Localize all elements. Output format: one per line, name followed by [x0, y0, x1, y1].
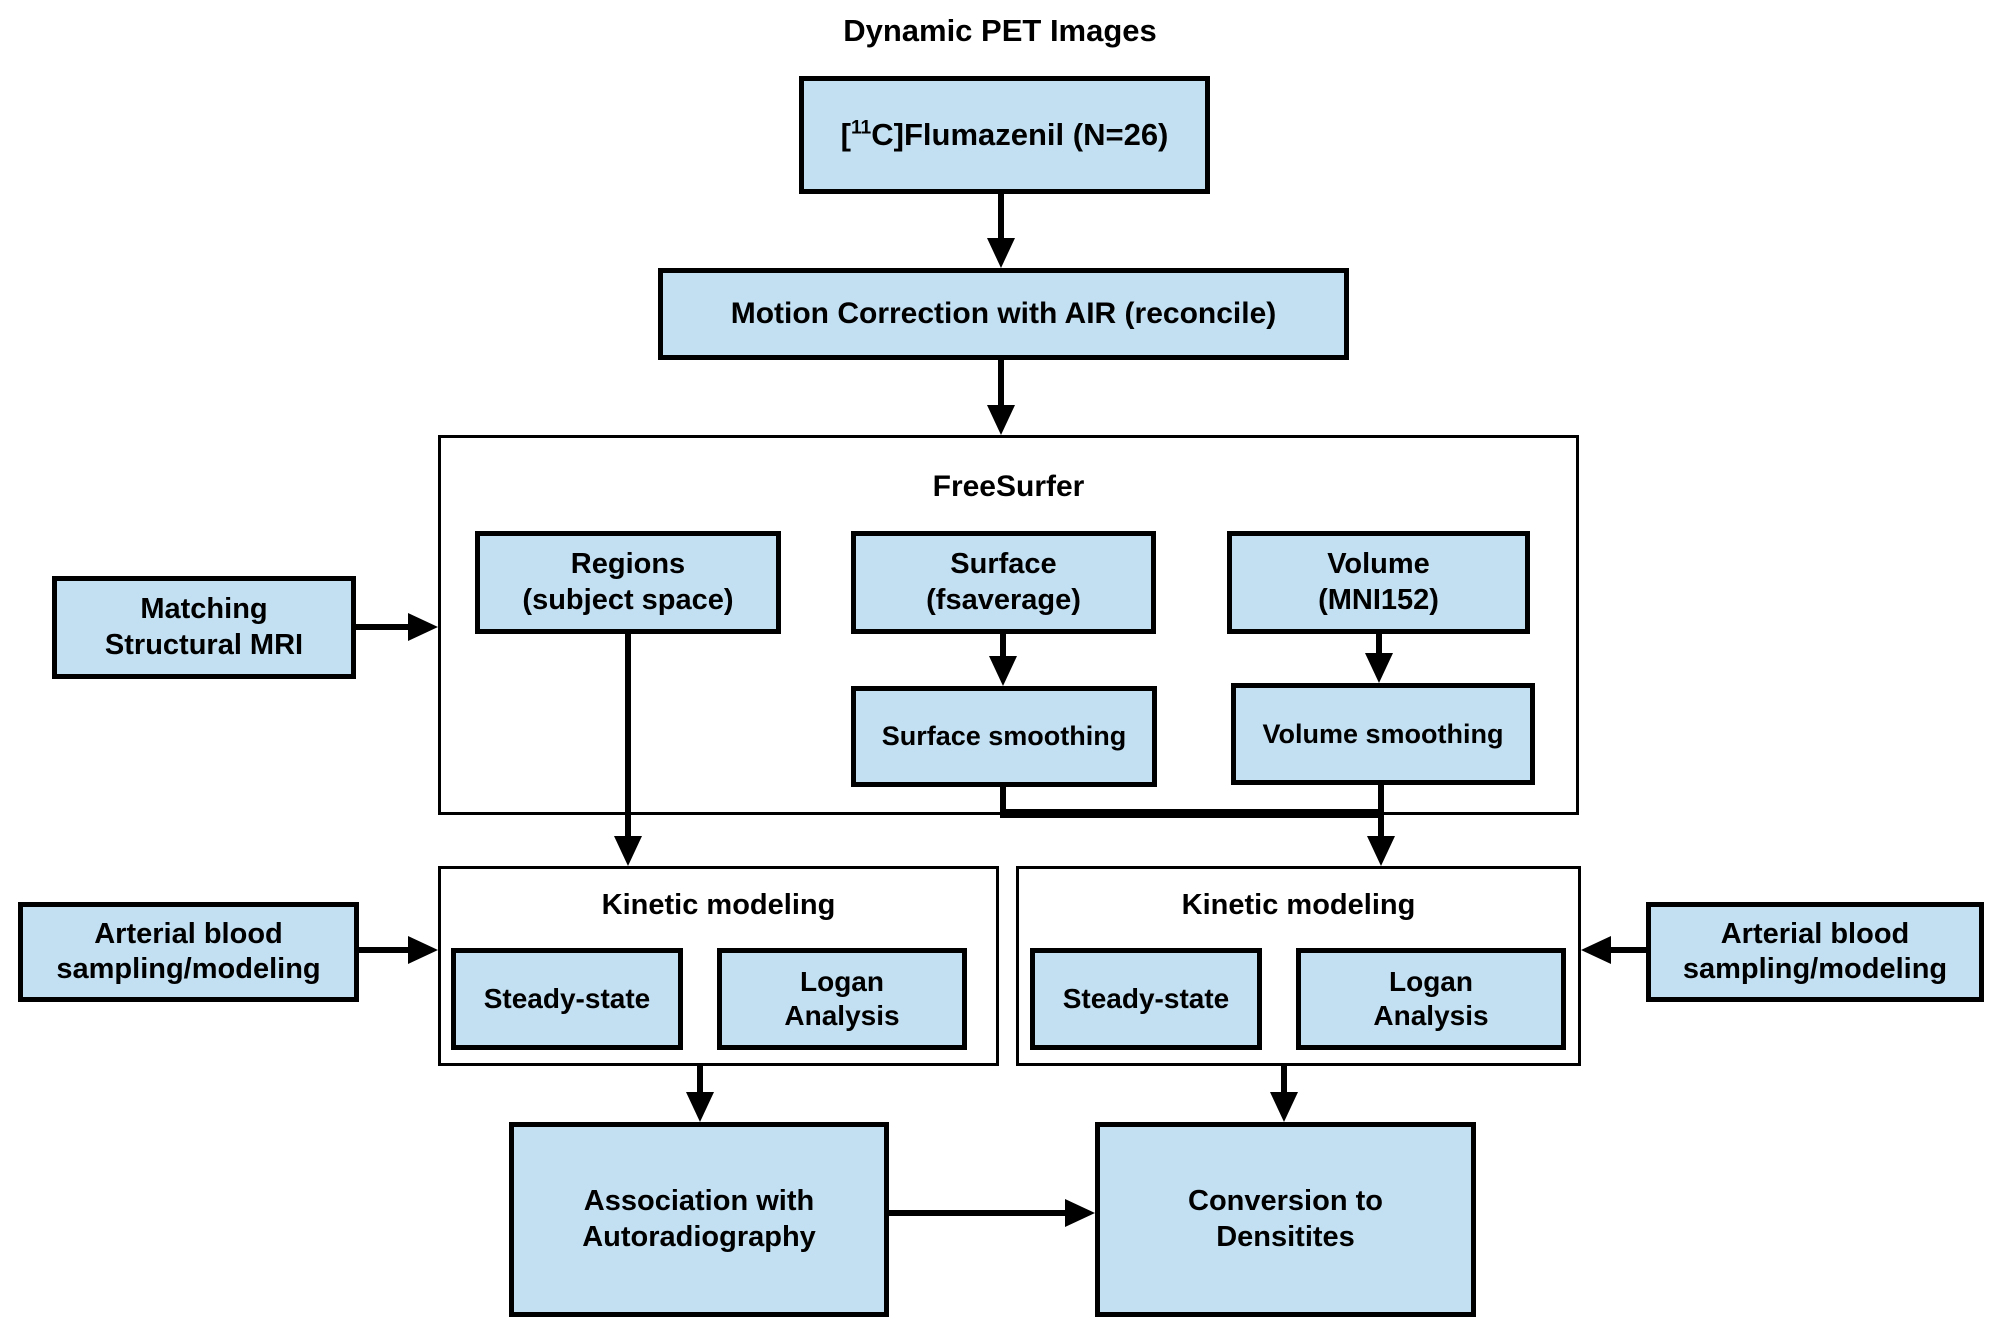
- edge-motion-to-freesurfer-line: [998, 360, 1004, 407]
- container-kinetic-left-label: Kinetic modeling: [601, 889, 836, 921]
- arrowhead-flumazenil-to-motion: [987, 238, 1015, 268]
- node-conversion-densities: Conversion to Densitites: [1095, 1122, 1476, 1317]
- edge-volume-smoothing-to-kinetic-right-line: [1378, 785, 1384, 836]
- node-steady-state-left: Steady-state: [451, 948, 683, 1050]
- node-label: Conversion to Densitites: [1188, 1185, 1383, 1253]
- node-arterial-blood-right: Arterial blood sampling/modeling: [1646, 902, 1984, 1002]
- node-label: Logan Analysis: [1373, 965, 1489, 1031]
- arrowhead-association-to-conversion: [1065, 1199, 1095, 1227]
- node-surface: Surface (fsaverage): [851, 531, 1156, 634]
- arrowhead-arterial-right-to-kinetic: [1581, 936, 1611, 964]
- node-label: Association with Autoradiography: [582, 1185, 816, 1253]
- node-regions: Regions (subject space): [475, 531, 781, 634]
- node-logan-analysis-right: Logan Analysis: [1296, 948, 1566, 1050]
- arrowhead-kinetic-left-to-association: [686, 1092, 714, 1122]
- edge-arterial-right-to-kinetic-line: [1611, 947, 1646, 953]
- node-label: Regions (subject space): [522, 548, 734, 616]
- arrowhead-arterial-left-to-kinetic: [408, 936, 438, 964]
- arrowhead-smoothing-to-kinetic-right: [1367, 836, 1395, 866]
- node-label: Surface (fsaverage): [926, 548, 1081, 616]
- node-volume-smoothing: Volume smoothing: [1231, 683, 1535, 785]
- arrowhead-motion-to-freesurfer: [987, 405, 1015, 435]
- node-label: Volume (MNI152): [1318, 548, 1439, 616]
- node-volume: Volume (MNI152): [1227, 531, 1530, 634]
- flumazenil-isotope-superscript: 11: [850, 117, 872, 139]
- arrowhead-volume-to-smoothing: [1365, 653, 1393, 683]
- edge-arterial-left-to-kinetic-line: [359, 947, 408, 953]
- node-label: Arterial blood sampling/modeling: [56, 917, 321, 985]
- node-label: Matching Structural MRI: [104, 593, 304, 661]
- container-freesurfer-label: FreeSurfer: [932, 470, 1085, 503]
- edge-surface-smoothing-down-line: [1000, 787, 1006, 817]
- node-matching-mri: Matching Structural MRI: [52, 576, 356, 679]
- arrowhead-surface-to-smoothing: [989, 656, 1017, 686]
- edge-kinetic-right-to-conversion-line: [1281, 1066, 1287, 1094]
- arrowhead-kinetic-right-to-conversion: [1270, 1092, 1298, 1122]
- node-label: [11C]Flumazenil (N=26): [841, 116, 1169, 154]
- flumazenil-rest: C]Flumazenil (N=26): [871, 117, 1169, 153]
- node-motion-correction: Motion Correction with AIR (reconcile): [658, 268, 1349, 360]
- edge-volume-to-smoothing-line: [1376, 634, 1382, 655]
- arrowhead-regions-to-kinetic-left: [614, 836, 642, 866]
- edge-regions-to-kinetic-left-line: [625, 634, 631, 836]
- flumazenil-bracket: [: [840, 117, 851, 153]
- node-label: Steady-state: [1062, 982, 1230, 1014]
- node-flumazenil: [11C]Flumazenil (N=26): [799, 76, 1210, 194]
- edge-kinetic-left-to-association-line: [697, 1066, 703, 1094]
- node-steady-state-right: Steady-state: [1030, 948, 1262, 1050]
- arrowhead-matching-to-freesurfer: [408, 613, 438, 641]
- node-label: Volume smoothing: [1262, 718, 1504, 749]
- edge-surface-to-smoothing-line: [1000, 634, 1006, 658]
- node-arterial-blood-left: Arterial blood sampling/modeling: [18, 902, 359, 1002]
- diagram-title: Dynamic PET Images: [843, 13, 1157, 48]
- node-association-autoradiography: Association with Autoradiography: [509, 1122, 889, 1317]
- node-logan-analysis-left: Logan Analysis: [717, 948, 967, 1050]
- node-label: Logan Analysis: [784, 965, 900, 1031]
- node-surface-smoothing: Surface smoothing: [851, 686, 1157, 787]
- edge-matching-to-freesurfer-line: [356, 624, 408, 630]
- node-label: Surface smoothing: [881, 721, 1127, 752]
- edge-association-to-conversion-line: [889, 1210, 1065, 1216]
- node-label: Motion Correction with AIR (reconcile): [730, 296, 1277, 330]
- container-kinetic-right-label: Kinetic modeling: [1181, 889, 1416, 921]
- node-label: Steady-state: [483, 982, 651, 1014]
- node-label: Arterial blood sampling/modeling: [1682, 917, 1948, 985]
- edge-flumazenil-to-motion-line: [998, 194, 1004, 242]
- edge-smoothing-merge-line: [1000, 809, 1384, 818]
